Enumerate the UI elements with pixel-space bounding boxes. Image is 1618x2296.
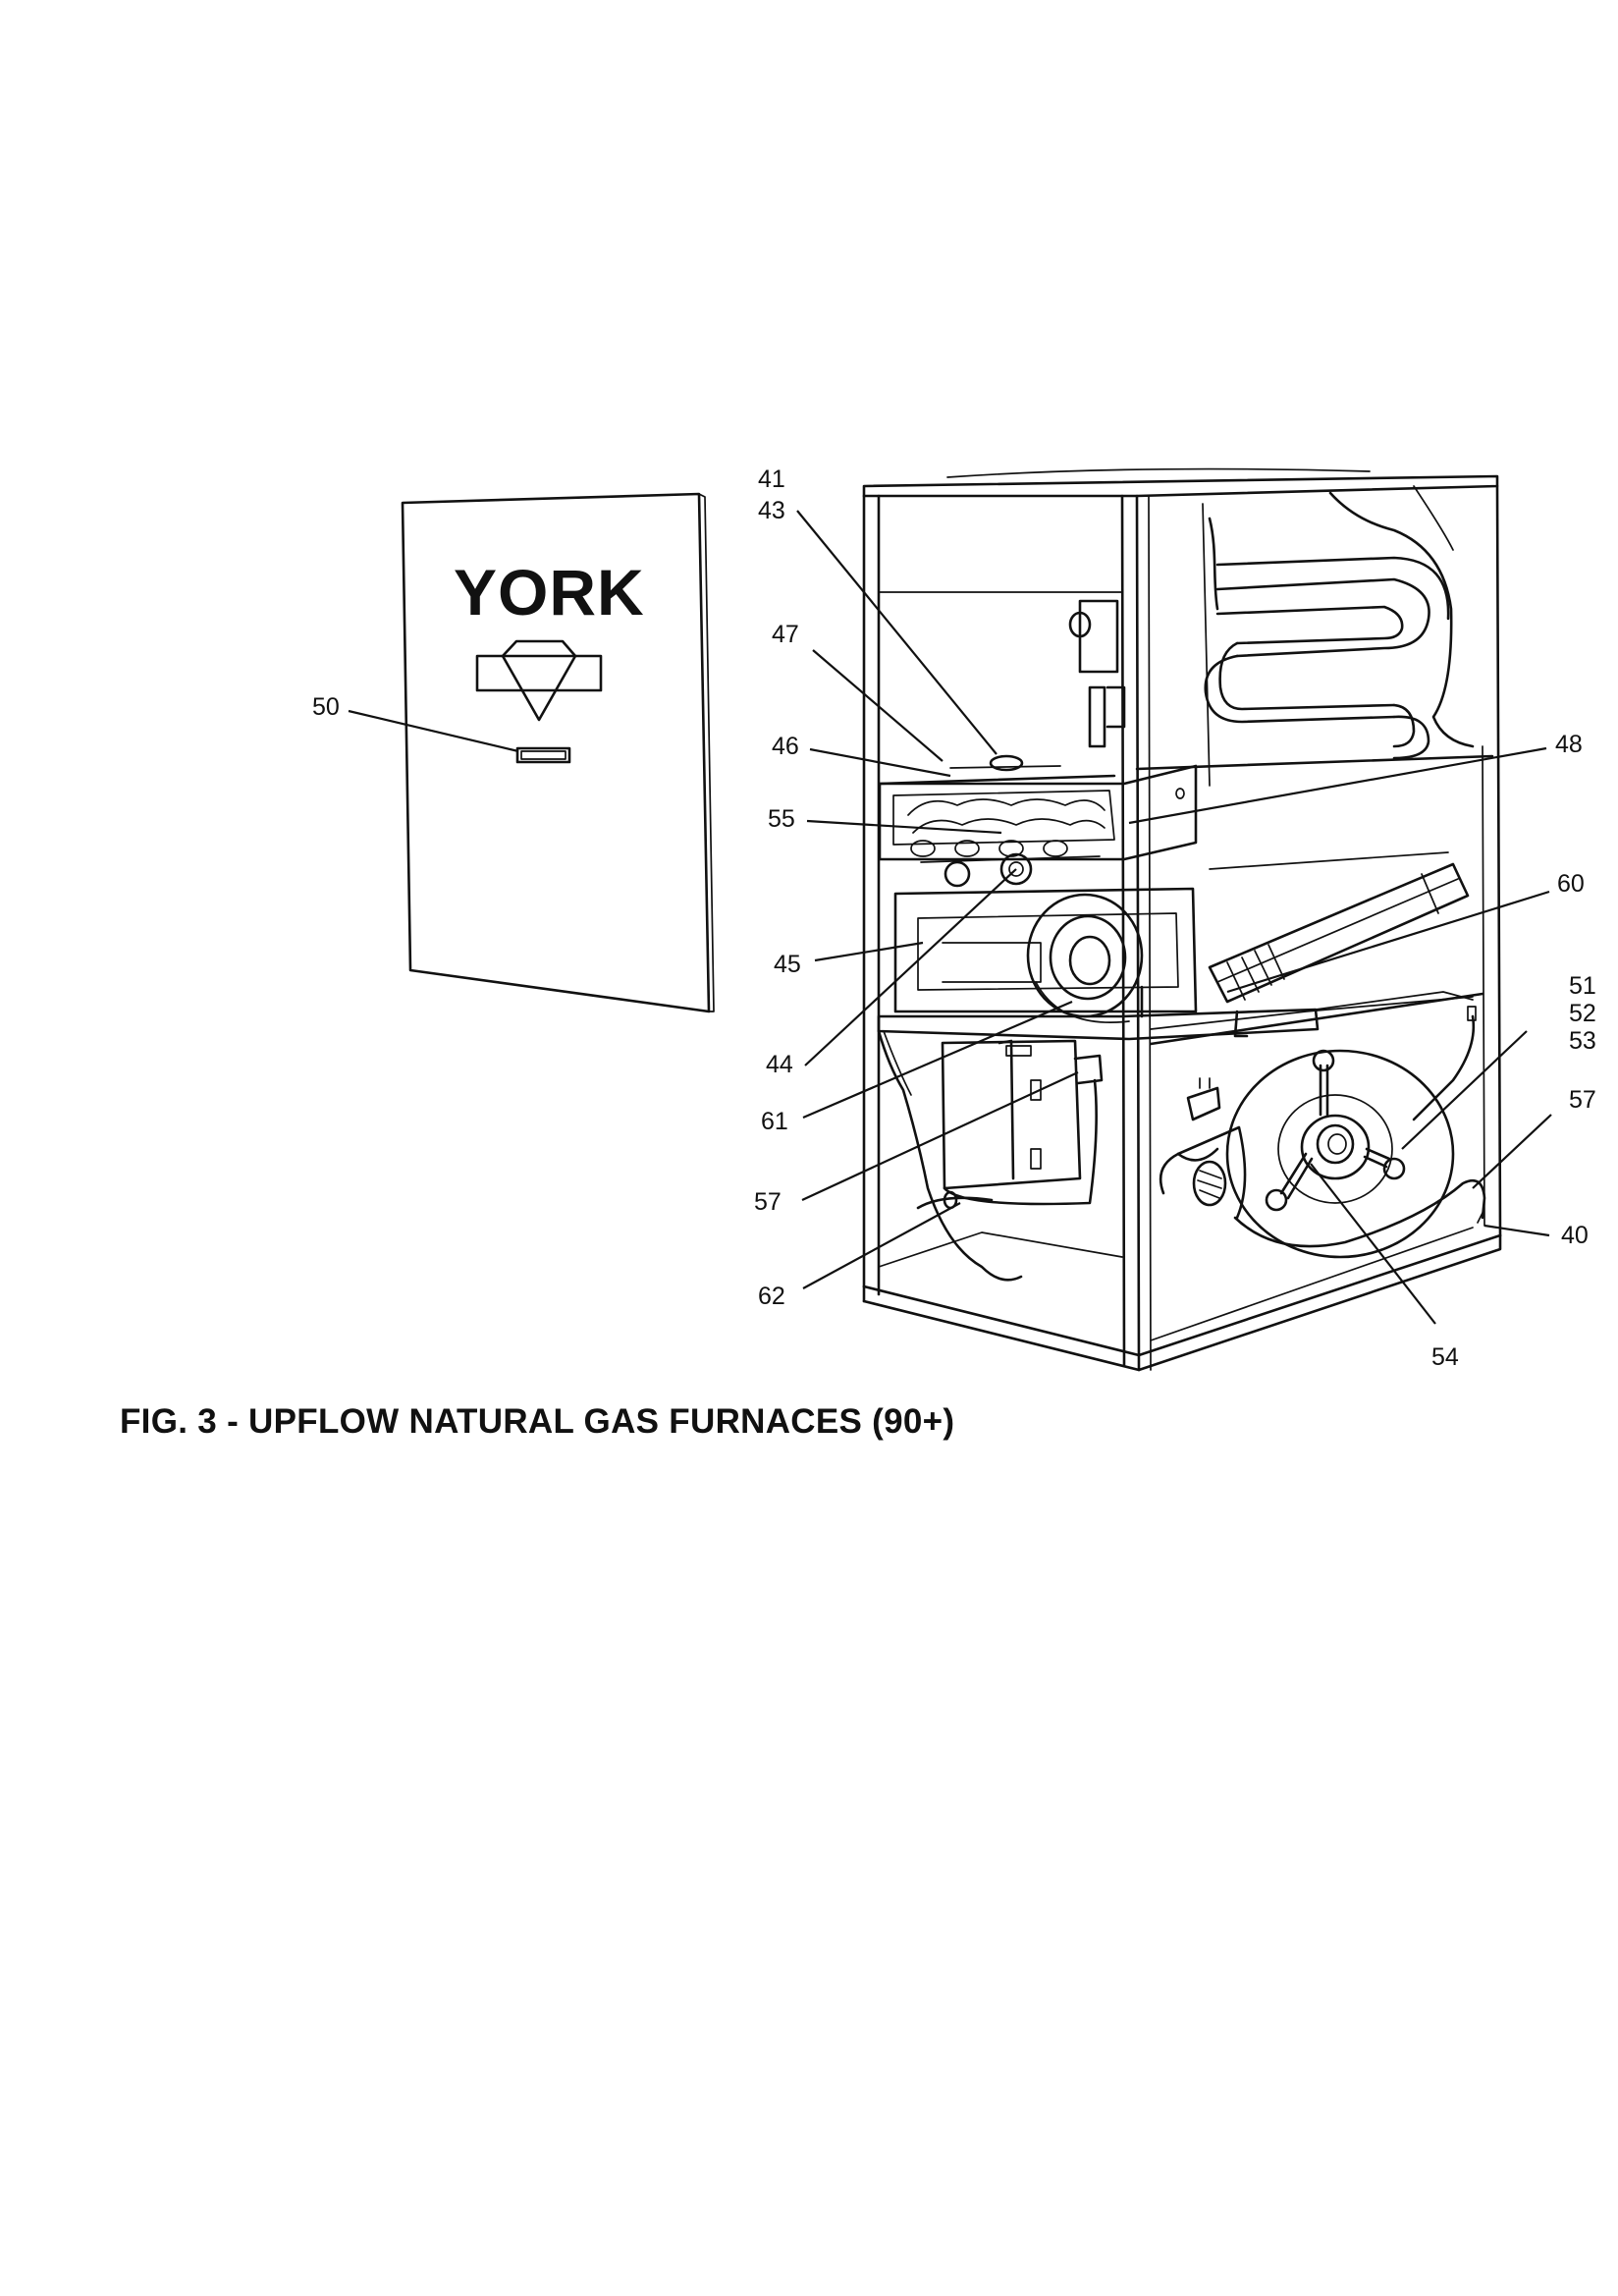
callout-54: 54 xyxy=(1431,1343,1459,1371)
burner-assembly xyxy=(878,754,1198,888)
callout-51: 51 xyxy=(1569,972,1596,1000)
secondary-heat-exchanger xyxy=(1135,485,1494,787)
control-board xyxy=(916,1039,1104,1210)
callout-46: 46 xyxy=(772,733,799,760)
gas-valve xyxy=(1068,599,1126,748)
callout-45: 45 xyxy=(774,951,801,978)
callout-44: 44 xyxy=(766,1051,793,1078)
callout-50: 50 xyxy=(312,693,340,721)
door-brand-logo: YORK xyxy=(454,556,645,629)
furnace-cabinet xyxy=(862,467,1502,1372)
callout-53: 53 xyxy=(1569,1027,1596,1055)
callout-60: 60 xyxy=(1557,870,1585,898)
callout-57-right: 57 xyxy=(1569,1086,1596,1114)
inducer-assembly xyxy=(893,887,1198,1023)
york-diamond-logo-icon xyxy=(475,639,603,722)
callout-labels: 41 43 47 46 48 50 55 60 45 51 52 53 44 6… xyxy=(312,465,1596,1371)
callout-40: 40 xyxy=(1561,1222,1589,1249)
callout-52: 52 xyxy=(1569,1000,1596,1027)
callout-leaders xyxy=(348,510,1552,1325)
callout-55: 55 xyxy=(768,805,795,833)
vent-pipe xyxy=(1208,851,1470,1038)
door-panel xyxy=(401,492,715,1013)
callout-62: 62 xyxy=(758,1283,785,1310)
door-label-plate xyxy=(515,746,571,764)
callout-61: 61 xyxy=(761,1108,788,1135)
callout-47: 47 xyxy=(772,621,799,648)
callout-43: 43 xyxy=(758,497,785,524)
callout-57-left: 57 xyxy=(754,1188,782,1216)
figure-caption: FIG. 3 - UPFLOW NATURAL GAS FURNACES (90… xyxy=(120,1402,955,1441)
callout-48: 48 xyxy=(1555,731,1583,758)
circulating-blower xyxy=(1159,1006,1486,1259)
callout-41: 41 xyxy=(758,465,785,493)
